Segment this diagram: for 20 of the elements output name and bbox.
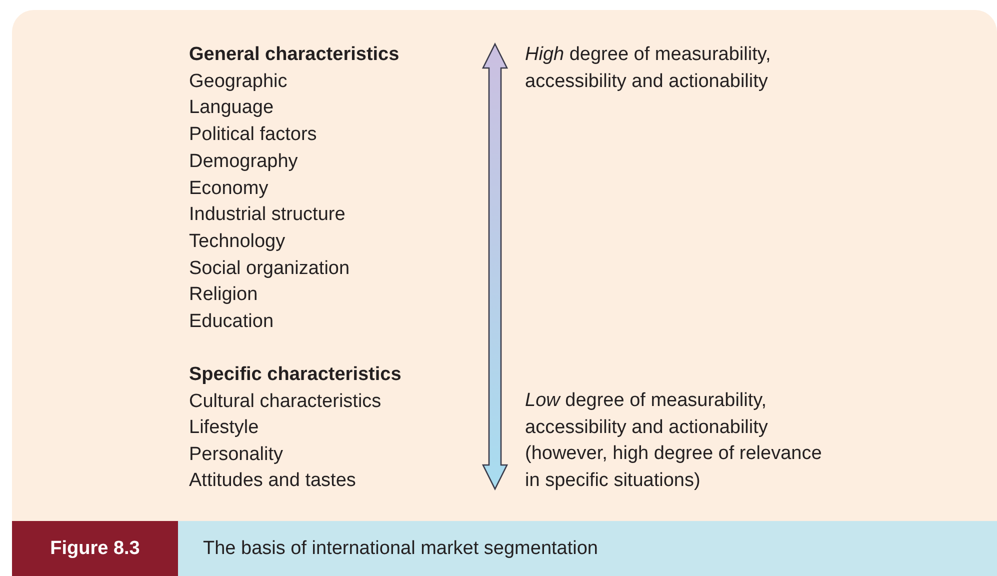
list-item: Technology [189,230,286,254]
list-item: Lifestyle [189,416,259,440]
list-item: Political factors [189,123,317,148]
note-text: High degree of measurability, accessibility and actionability [525,43,772,94]
section-heading: General characteristics [189,43,400,67]
list-item: Attitudes and tastes [189,469,356,494]
list-item: Cultural characteristics [189,390,382,414]
list-item: Religion [189,283,258,308]
note-text: Low degree of measurability, accessibility and actionability (however, high degree of relevance in specific situations) [525,389,823,494]
list-item: Geographic [189,70,288,94]
caption-text: The basis of international market segmentation [178,521,997,576]
section-heading: Specific characteristics [189,363,402,387]
list-item: Demography [189,150,298,174]
list-item: Economy [189,176,268,200]
list-item: Social organization [189,256,350,281]
list-item: Industrial structure [189,203,346,228]
list-item: Education [189,310,274,334]
figure-number: Figure 8.3 [12,521,178,576]
list-item: Language [189,96,274,120]
list-item: Personality [189,442,283,467]
